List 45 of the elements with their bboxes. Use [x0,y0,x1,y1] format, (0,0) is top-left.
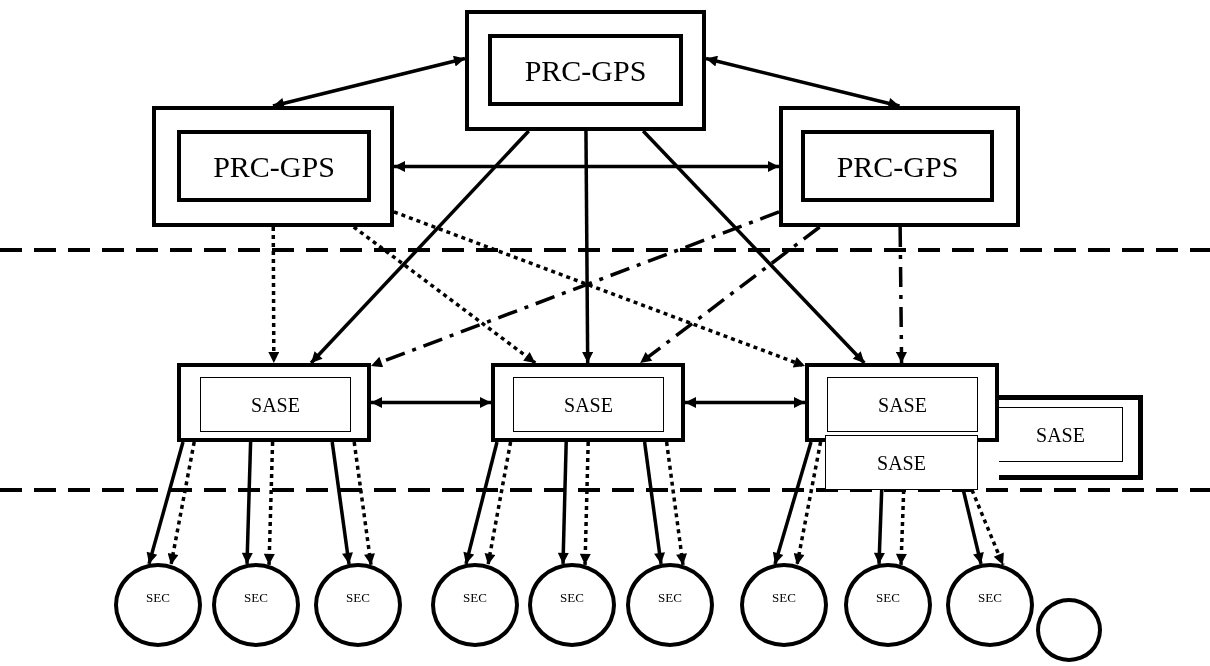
arrow [793,441,823,566]
arrow [463,441,499,565]
frame-box [779,106,1020,227]
node-box [488,34,683,106]
arrow [352,441,375,566]
arrow [664,441,687,566]
arrow [272,55,466,109]
arrow [352,225,537,365]
arrow [484,441,513,566]
arrow [268,227,280,363]
arrow [167,441,196,566]
node-box [999,407,1123,462]
node-box [825,435,978,490]
node-box [177,130,371,202]
arrow [772,441,813,565]
arrow [582,131,594,363]
arrow [642,441,665,565]
arrow [895,489,907,565]
arrow [371,397,491,408]
arrow [579,441,591,565]
arrow [641,129,866,365]
arrow [873,489,885,564]
frame-box [465,10,706,131]
node-box [200,377,351,432]
frame-box [177,363,371,442]
arrow [309,129,530,365]
node-box [827,377,978,432]
arrow [263,441,275,565]
node-box [801,130,994,202]
arrow [961,489,984,565]
arrow [330,441,353,565]
arrow [685,397,805,408]
node-box [513,377,664,432]
frame-box [999,395,1143,480]
frame-box [152,106,394,227]
frame-box [805,363,999,442]
arrow [557,441,569,564]
frame-box [491,363,685,442]
arrow [895,227,907,363]
arrow [639,225,821,365]
arrow [146,441,185,565]
arrow [970,489,1005,566]
arrow [241,441,253,564]
arrow [705,55,900,109]
arrow [394,161,779,172]
